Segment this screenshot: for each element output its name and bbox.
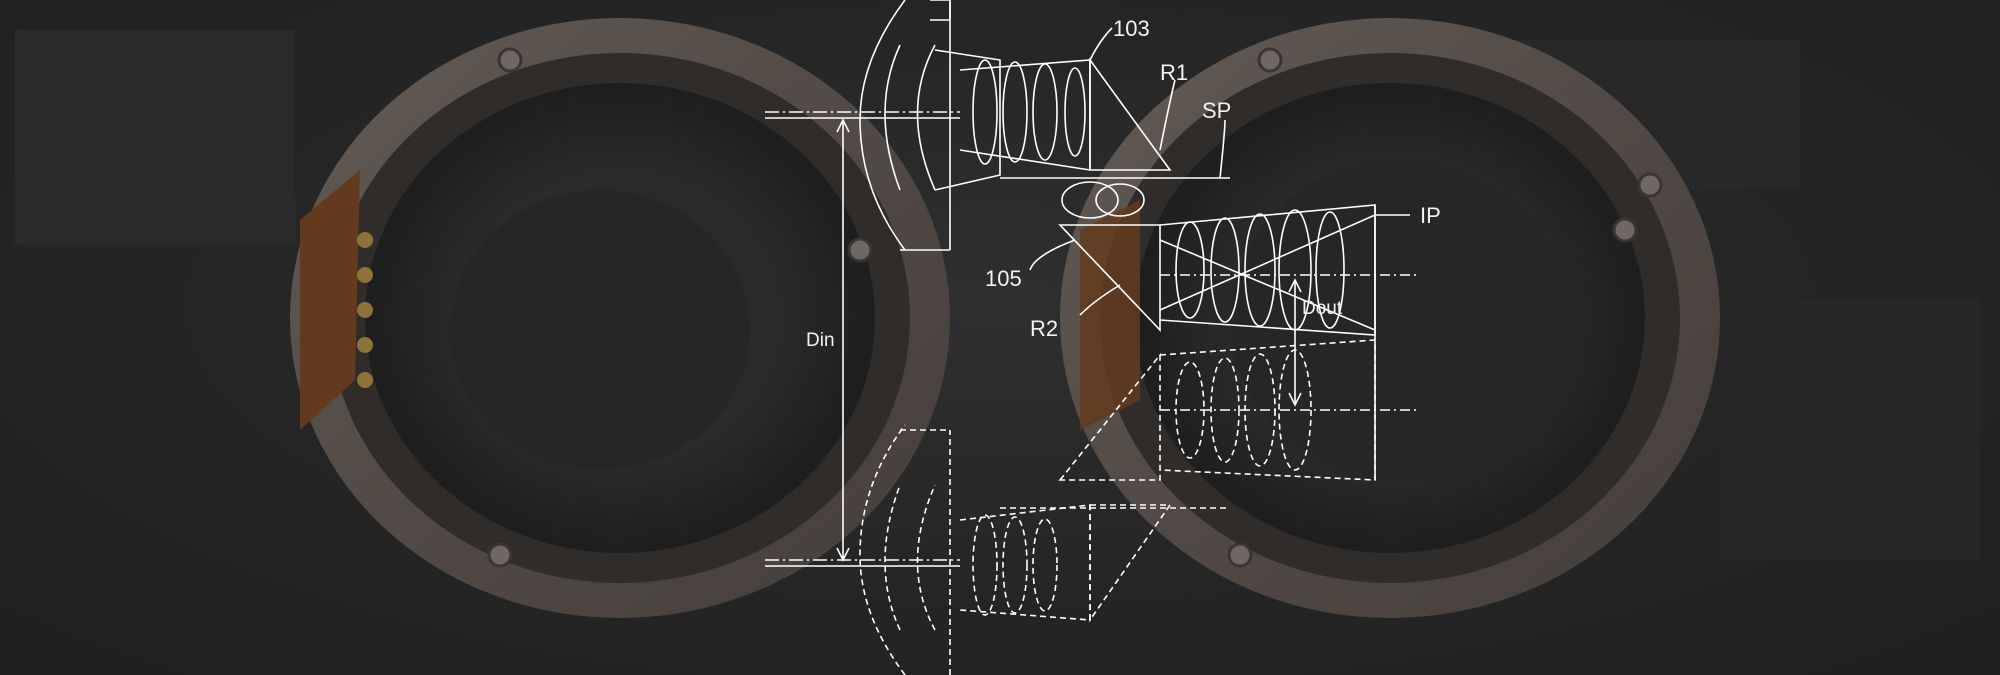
left-lens-mount — [290, 18, 950, 618]
leader-r2 — [1079, 284, 1121, 316]
mount-screw — [487, 542, 513, 568]
relay-lens — [972, 59, 998, 165]
mount-screw — [1637, 172, 1663, 198]
relay-lens — [1064, 67, 1086, 157]
relay-lens — [1032, 63, 1058, 161]
mount-screw — [1612, 217, 1638, 243]
mount-screw — [1257, 47, 1283, 73]
din-arrow-top — [836, 118, 850, 133]
front-lens-inner-arc — [916, 44, 936, 191]
left-lens-inner — [450, 190, 750, 470]
dout-arrow-bottom — [1288, 392, 1302, 407]
label-sp: SP — [1202, 98, 1232, 123]
dout-arrow-top — [1288, 278, 1302, 293]
rear-lens — [1175, 221, 1205, 319]
leader-103 — [1089, 27, 1113, 61]
front-element-top — [859, 0, 1001, 251]
mount-screw — [847, 237, 873, 263]
rear-lens-group-bottom — [1058, 339, 1420, 481]
lens-group — [934, 49, 1001, 191]
front-lens-inner-arc-bottom — [884, 484, 901, 631]
label-ip: IP — [1420, 203, 1441, 228]
prism-bottom-r — [1089, 504, 1172, 623]
rear-lens — [1210, 217, 1240, 323]
gold-contact — [357, 337, 373, 353]
gold-contact — [357, 267, 373, 283]
left-flex-cable — [300, 170, 360, 430]
relay-lens-bottom — [1032, 518, 1058, 612]
leader-105 — [1029, 239, 1076, 271]
label-r2: R2 — [1030, 316, 1059, 341]
rear-lens-bottom — [1210, 357, 1240, 463]
prism-bottom — [1058, 352, 1161, 481]
right-lens-mount — [1060, 18, 1720, 618]
ray-trace — [1159, 214, 1376, 331]
front-lens-inner-arc-bottom — [916, 484, 936, 631]
front-lens-inner-arc — [884, 44, 901, 191]
center-lens — [1061, 181, 1119, 219]
mount-screw — [1227, 542, 1253, 568]
rear-body — [1159, 204, 1376, 336]
mount-screw — [497, 47, 523, 73]
relay-body — [959, 59, 1091, 171]
label-dout: Dout — [1302, 298, 1343, 319]
label-din: Din — [806, 330, 835, 351]
label-103: 103 — [1113, 16, 1150, 41]
din-arrow-bottom — [836, 547, 850, 562]
rear-lens — [1315, 211, 1345, 329]
gold-contact — [357, 232, 373, 248]
prism-r2 — [1058, 224, 1161, 332]
bg-block — [15, 30, 295, 245]
right-flex-cable — [1080, 200, 1140, 430]
relay-lens-bottom — [1002, 516, 1028, 614]
label-105: 105 — [985, 266, 1022, 291]
relay-lens-bottom — [972, 514, 998, 616]
leader-r1 — [1159, 79, 1176, 151]
gold-contact — [357, 372, 373, 388]
front-element-bottom — [859, 424, 951, 675]
front-housing — [930, 0, 951, 21]
leader-sp — [1219, 119, 1226, 179]
prism-r1 — [1089, 57, 1172, 171]
gold-contact — [357, 302, 373, 318]
front-lens-outer-arc — [859, 0, 906, 251]
bg-block — [1720, 300, 1980, 560]
center-lens — [1095, 183, 1145, 217]
relay-body-bottom — [959, 504, 1091, 621]
relay-lens — [1002, 61, 1028, 163]
rear-lens — [1244, 213, 1276, 327]
label-r1: R1 — [1160, 60, 1189, 85]
rear-lens-group-top — [1159, 204, 1420, 480]
bottom-relay-group — [959, 504, 1230, 623]
right-lens-inner — [1230, 160, 1570, 480]
top-relay-group — [959, 59, 1091, 171]
front-lens-outer-arc-bottom — [859, 424, 906, 675]
